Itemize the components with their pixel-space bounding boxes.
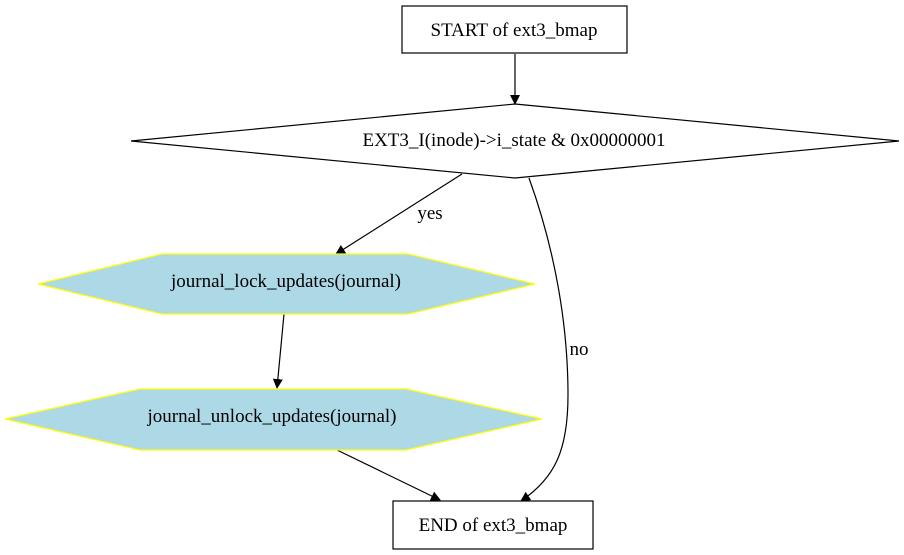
unlock-label: journal_unlock_updates(journal) xyxy=(146,406,396,427)
end-label: END of ext3_bmap xyxy=(419,515,568,536)
node-start: START of ext3_bmap xyxy=(401,5,628,54)
node-decision: EXT3_I(inode)->i_state & 0x00000001 xyxy=(130,103,900,179)
start-box xyxy=(401,5,628,54)
edge-label-yes: yes xyxy=(417,203,442,224)
decision-diamond xyxy=(130,103,900,179)
edge-decision-to-end xyxy=(520,177,569,502)
end-box xyxy=(392,500,594,550)
edge-decision-to-lock xyxy=(335,173,463,255)
lock-hexagon xyxy=(37,253,536,315)
edge-label-no: no xyxy=(570,339,589,360)
node-lock: journal_lock_updates(journal) xyxy=(37,253,536,315)
start-label: START of ext3_bmap xyxy=(431,20,598,41)
unlock-hexagon xyxy=(4,388,543,451)
decision-label: EXT3_I(inode)->i_state & 0x00000001 xyxy=(362,130,665,151)
edge-unlock-to-end xyxy=(336,449,441,501)
node-end: END of ext3_bmap xyxy=(392,500,594,550)
edges: yes no xyxy=(272,54,589,502)
lock-label: journal_lock_updates(journal) xyxy=(170,271,401,292)
node-unlock: journal_unlock_updates(journal) xyxy=(4,388,543,451)
edge-lock-to-unlock xyxy=(272,313,285,389)
